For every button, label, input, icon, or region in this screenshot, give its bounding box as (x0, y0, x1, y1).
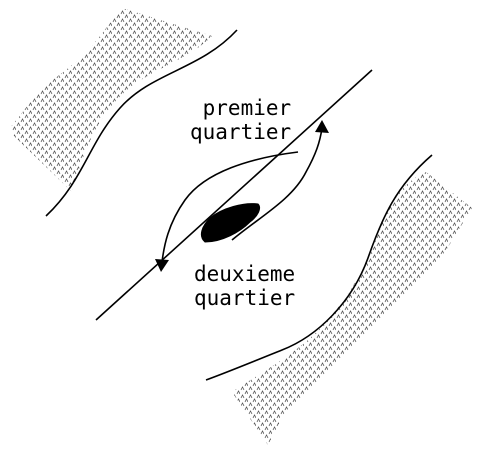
central-body (201, 204, 259, 242)
shore-upper-left-land (10, 8, 212, 192)
label-first-quarter-line1: premier (190, 96, 291, 120)
arrowhead-up-icon (315, 120, 329, 133)
label-second-quarter-line1: deuxieme (194, 262, 295, 286)
label-first-quarter-line2: quartier (190, 120, 291, 144)
label-second-quarter-line2: quartier (194, 286, 295, 310)
